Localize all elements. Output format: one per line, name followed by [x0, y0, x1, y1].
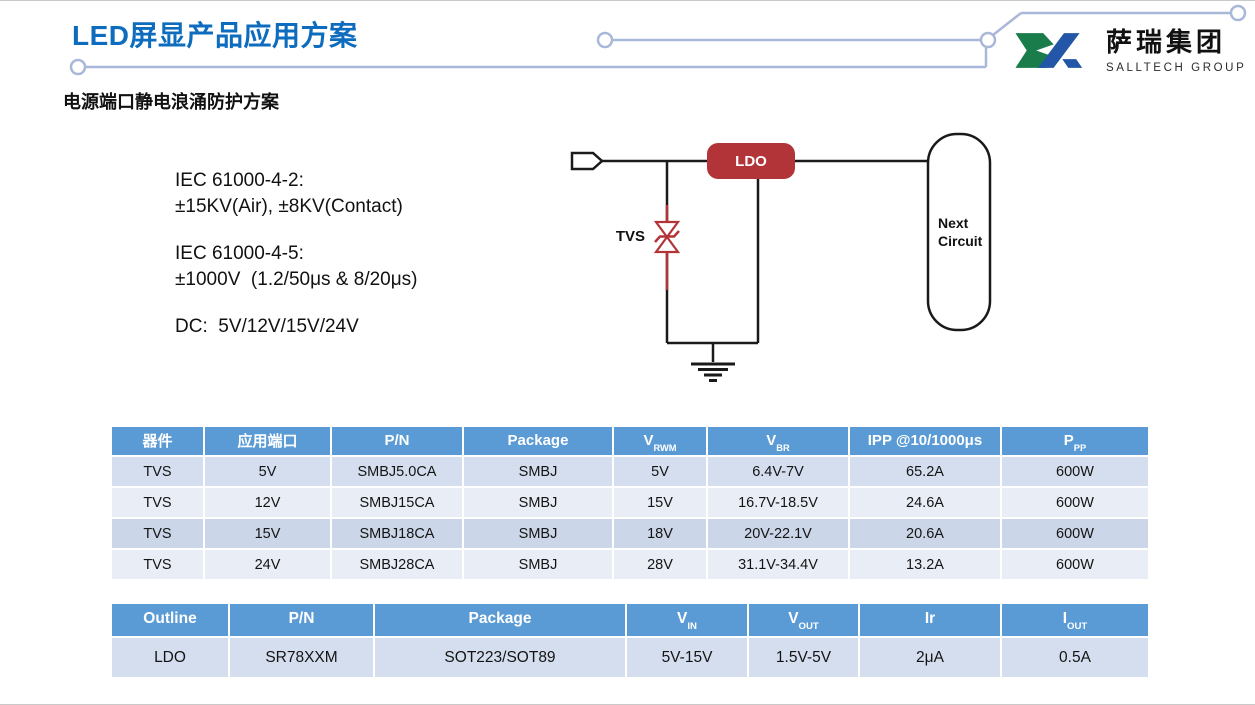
table-cell: SMBJ — [462, 455, 614, 488]
table-cell: 600W — [1000, 486, 1150, 519]
table-cell: 600W — [1000, 517, 1150, 550]
table-cell: SOT223/SOT89 — [373, 636, 627, 679]
section-subtitle: 电源端口静电浪涌防护方案 — [63, 92, 279, 112]
esd-value: ±15KV(Air), ±8KV(Contact) — [175, 196, 403, 217]
table-cell: 6.4V-7V — [706, 455, 850, 488]
table-cell: 0.5A — [1000, 636, 1150, 679]
ldo-label: LDO — [735, 153, 767, 170]
table-cell: SMBJ5.0CA — [330, 455, 464, 488]
table-row: TVS 5V SMBJ5.0CA SMBJ 5V 6.4V-7V 65.2A 6… — [110, 455, 1150, 488]
table-cell: SR78XXM — [228, 636, 375, 679]
esd-protection-circuit-diagram: TVS LDO Next Circuit — [570, 132, 992, 382]
next-circuit-label-line1: Next — [938, 215, 969, 231]
logo-name-cn: 萨瑞集团 — [1106, 27, 1227, 57]
ldo-selection-table: Outline P/N Package VIN VOUT Ir IOUT LDO… — [110, 602, 1150, 679]
col-header-iout: IOUT — [1000, 602, 1150, 638]
esd-spec: IEC 61000-4-2: ±15KV(Air), ±8KV(Contact) — [175, 168, 418, 220]
col-header-ir: Ir — [858, 602, 1002, 638]
table-cell: SMBJ18CA — [330, 517, 464, 550]
table-cell: 600W — [1000, 548, 1150, 581]
surge-spec: IEC 61000-4-5: ±1000V (1.2/50μs & 8/20μs… — [175, 241, 418, 293]
logo-text: 萨瑞集团 SALLTECH GROUP — [1106, 22, 1246, 74]
table-cell: SMBJ — [462, 548, 614, 581]
table-cell: LDO — [110, 636, 230, 679]
table-cell: 13.2A — [848, 548, 1002, 581]
table-cell: 5V-15V — [625, 636, 749, 679]
table-cell: 31.1V-34.4V — [706, 548, 850, 581]
col-header-package: Package — [462, 425, 614, 457]
tvs-label: TVS — [616, 228, 645, 245]
col-header-pn: P/N — [330, 425, 464, 457]
table-cell: 16.7V-18.5V — [706, 486, 850, 519]
company-logo: 萨瑞集团 SALLTECH GROUP — [1012, 22, 1246, 75]
tvs-selection-table: 器件 应用端口 P/N Package VRWM VBR IPP @10/100… — [110, 425, 1150, 581]
col-header-pn: P/N — [228, 602, 375, 638]
table-cell: 15V — [612, 486, 708, 519]
slide-top-border — [0, 0, 1255, 1]
table-row: TVS 15V SMBJ18CA SMBJ 18V 20V-22.1V 20.6… — [110, 517, 1150, 550]
ground-icon — [691, 362, 735, 382]
table-cell: SMBJ — [462, 486, 614, 519]
table-row: TVS 12V SMBJ15CA SMBJ 15V 16.7V-18.5V 24… — [110, 486, 1150, 519]
table-cell: SMBJ — [462, 517, 614, 550]
table-cell: 15V — [203, 517, 332, 550]
col-header-vbr: VBR — [706, 425, 850, 457]
table-cell: 28V — [612, 548, 708, 581]
esd-standard: IEC 61000-4-2: — [175, 170, 304, 191]
table-cell: 24.6A — [848, 486, 1002, 519]
table-cell: 2μA — [858, 636, 1002, 679]
table-cell: SMBJ15CA — [330, 486, 464, 519]
decorative-connector-lines — [69, 4, 1247, 76]
tvs-diode-icon — [653, 205, 681, 290]
table-cell: 600W — [1000, 455, 1150, 488]
ldo-block: LDO — [707, 143, 795, 179]
col-header-ppp: PPP — [1000, 425, 1150, 457]
col-header-package: Package — [373, 602, 627, 638]
table-cell: SMBJ28CA — [330, 548, 464, 581]
table-cell: 1.5V-5V — [747, 636, 860, 679]
table-cell: 65.2A — [848, 455, 1002, 488]
table-cell: 5V — [612, 455, 708, 488]
col-header-device: 器件 — [110, 425, 205, 457]
protection-spec-text: IEC 61000-4-2: ±15KV(Air), ±8KV(Contact)… — [175, 168, 418, 361]
table-cell: 5V — [203, 455, 332, 488]
next-circuit-block: Next Circuit — [926, 132, 992, 332]
table-cell: 20.6A — [848, 517, 1002, 550]
col-header-vrwm: VRWM — [612, 425, 708, 457]
table-row: LDO SR78XXM SOT223/SOT89 5V-15V 1.5V-5V … — [110, 636, 1150, 679]
surge-value: ±1000V (1.2/50μs & 8/20μs) — [175, 269, 418, 290]
table-cell: TVS — [110, 486, 205, 519]
table-row: TVS 24V SMBJ28CA SMBJ 28V 31.1V-34.4V 13… — [110, 548, 1150, 581]
col-header-outline: Outline — [110, 602, 230, 638]
page-title: LED屏显产品应用方案 — [72, 20, 358, 51]
tvs-table-header-row: 器件 应用端口 P/N Package VRWM VBR IPP @10/100… — [110, 425, 1150, 457]
col-header-ipp: IPP @10/1000μs — [848, 425, 1002, 457]
next-circuit-label-line2: Circuit — [938, 233, 983, 249]
table-cell: TVS — [110, 548, 205, 581]
col-header-vin: VIN — [625, 602, 749, 638]
dc-value: DC: 5V/12V/15V/24V — [175, 316, 359, 337]
table-cell: 24V — [203, 548, 332, 581]
table-cell: 12V — [203, 486, 332, 519]
power-input-connector-icon — [570, 151, 604, 171]
surge-standard: IEC 61000-4-5: — [175, 243, 304, 264]
col-header-port: 应用端口 — [203, 425, 332, 457]
table-cell: TVS — [110, 517, 205, 550]
ldo-table-header-row: Outline P/N Package VIN VOUT Ir IOUT — [110, 602, 1150, 638]
col-header-vout: VOUT — [747, 602, 860, 638]
table-cell: TVS — [110, 455, 205, 488]
salltech-logo-icon — [1015, 33, 1083, 68]
dc-spec: DC: 5V/12V/15V/24V — [175, 314, 418, 340]
table-cell: 20V-22.1V — [706, 517, 850, 550]
logo-name-en: SALLTECH GROUP — [1106, 62, 1247, 74]
table-cell: 18V — [612, 517, 708, 550]
